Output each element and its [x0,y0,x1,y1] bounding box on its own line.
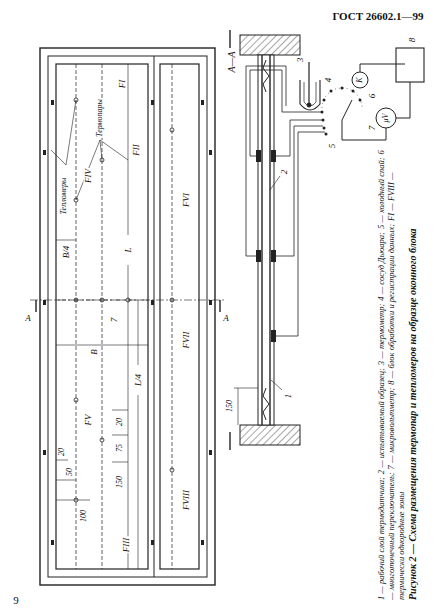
dimension: 20 [116,417,124,427]
callout-number: 8 [408,37,417,44]
zone-label: FVI [182,192,191,208]
zone-label: FII [132,143,141,157]
dimension: 150 [226,399,234,413]
dimension: 20 [58,447,66,457]
page-number: 9 [12,595,20,606]
key-item: 8 — блок обработки и регистрации данных; [386,224,396,385]
zone-label: FIII [122,537,131,554]
dimension: B/4 [62,245,71,260]
dimension: 75 [116,443,124,453]
figure-caption: Рисунок 2 — Схема размещения термопар и … [407,150,419,600]
callout-number: 5 [328,143,337,150]
zone-label: FVIII [182,489,191,511]
key-item: 2 — испытываемый образец; [376,368,386,474]
sensor-group-label: Тепломеры [60,176,68,215]
zone-label: FV [84,414,93,427]
zone-label: FIV [84,168,93,184]
meter-symbol: K [356,76,364,83]
dimension: 50 [66,467,74,477]
dimension: 150 [116,475,124,489]
caption-and-key: 1 — рабочий слой термодатчика; 2 — испыты… [376,150,421,600]
key-text: 1 — рабочий слой термодатчика; 2 — испыты… [376,150,407,600]
zone-label: FVII [182,331,191,350]
dimension: B [90,348,99,356]
dimension: 7 [110,317,119,324]
section-name: А—А [227,50,237,73]
section-mark: А [222,314,230,323]
key-item: 5 — холодный спай; [376,157,386,229]
callout-number: 3 [296,57,305,64]
key-item: 7 — микровольтметр; [386,388,396,470]
dimension: L [124,246,133,253]
sensor-group-label: Термопары [96,98,104,138]
key-item: 1 — рабочий слой термодатчика; [376,477,386,600]
dimension: 100 [80,509,88,523]
zone-label: FI [118,79,127,90]
callout-number: 6 [368,93,377,100]
dimension: L/4 [134,373,143,387]
meter-symbol: μV [382,113,390,124]
key-item: 4 — сосуд Дьюара; [376,232,386,301]
section-mark: А [24,314,32,323]
key-item: 3 — термометр; [376,304,386,365]
callout-number: 1 [284,393,293,400]
callout-number: 4 [324,77,333,84]
callout-number: 7 [368,125,377,132]
page-header: ГОСТ 26602.1—99 [331,11,424,22]
callout-number: 2 [280,169,289,176]
